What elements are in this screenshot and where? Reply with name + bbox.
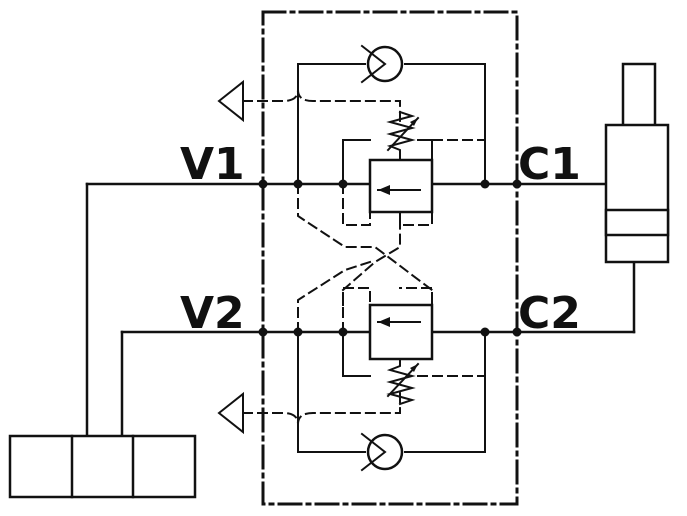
drain-triangle-bottom-icon xyxy=(217,391,244,435)
check-valve-bottom xyxy=(360,432,404,472)
flow-arrow-icon xyxy=(378,185,390,195)
internal-lines xyxy=(297,63,486,453)
port-label-c2: C2 xyxy=(518,288,581,339)
spring-icon xyxy=(386,110,416,161)
port-label-c1: C1 xyxy=(518,139,581,190)
check-valve-top xyxy=(360,44,404,84)
pilot-lines xyxy=(242,89,486,425)
port-label-v2: V2 xyxy=(180,288,245,339)
valve-envelope-bottom xyxy=(368,303,434,361)
counterbalance-valve-top xyxy=(368,110,434,214)
drain-triangle-top-icon xyxy=(217,79,244,123)
valve-envelope-top xyxy=(368,158,434,214)
directional-valve xyxy=(8,434,197,499)
spring-icon xyxy=(386,358,416,406)
port-label-v1: V1 xyxy=(180,139,245,190)
junction-dots xyxy=(258,179,522,337)
flow-arrow-icon xyxy=(378,317,390,327)
counterbalance-valve-bottom xyxy=(368,303,434,406)
cylinder-barrel xyxy=(604,123,670,264)
valve-body-boundary xyxy=(261,10,519,506)
cylinder-piston xyxy=(604,208,670,237)
hydraulic-cylinder xyxy=(604,62,670,264)
